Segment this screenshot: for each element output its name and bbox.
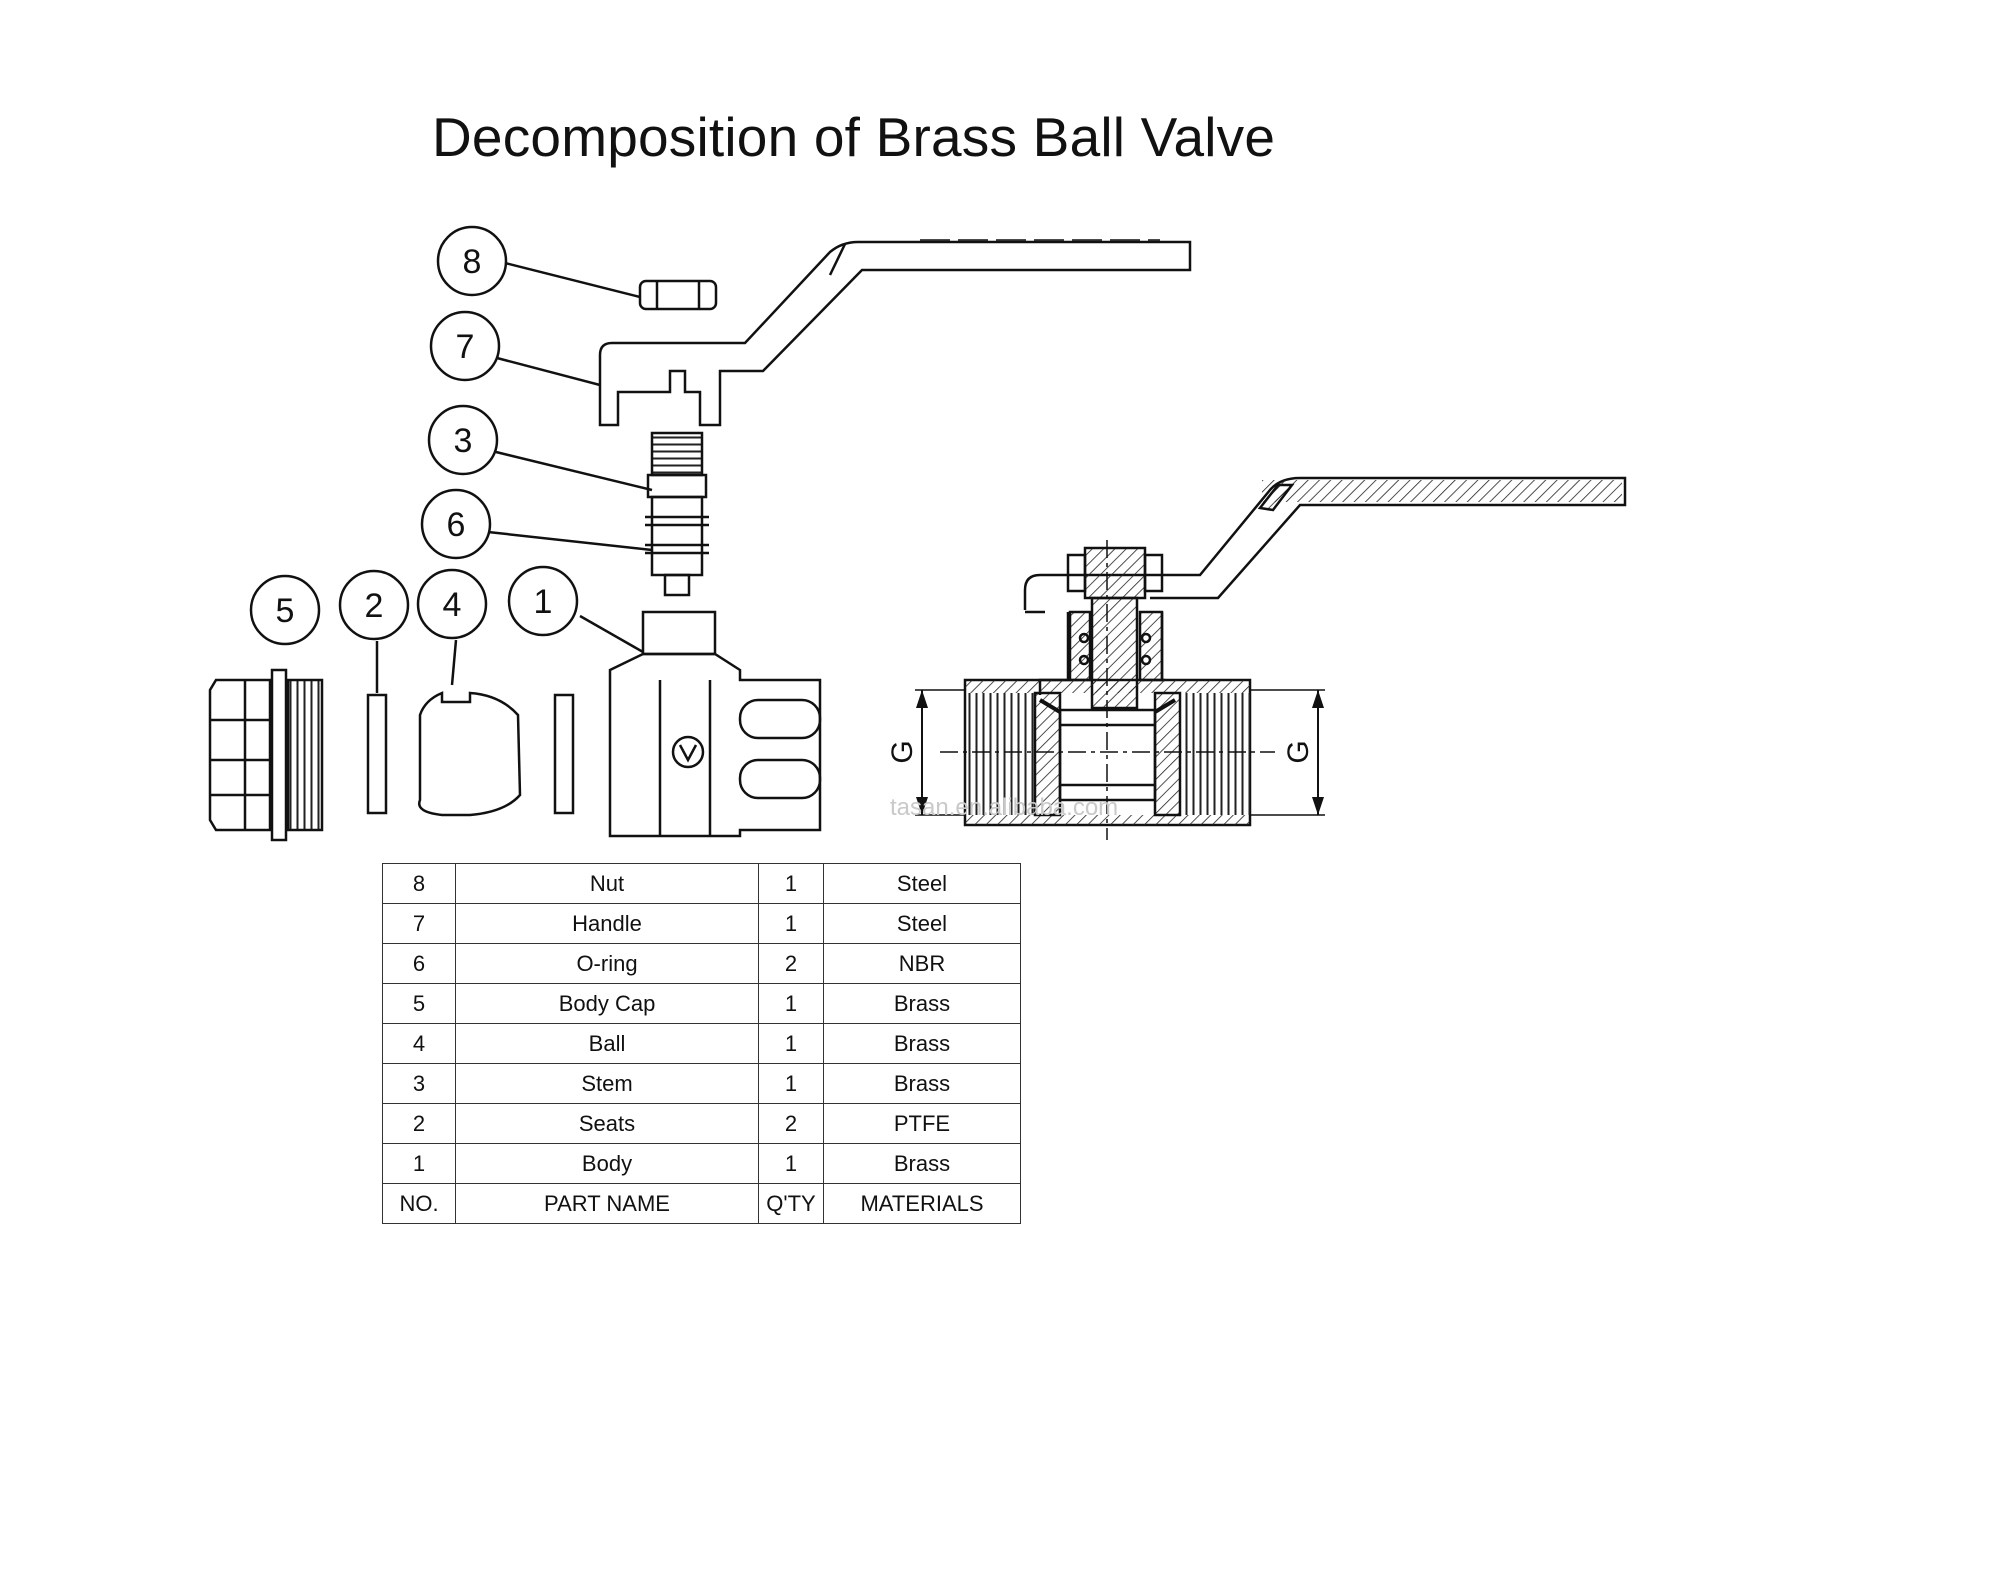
callout-5-circle xyxy=(249,574,321,646)
dimension-g-left: G xyxy=(886,740,919,763)
dimension-g-right: G xyxy=(1282,740,1315,763)
callout-6-circle xyxy=(420,488,492,560)
part-seats xyxy=(366,693,575,815)
table-cell-part: Body xyxy=(455,1143,759,1184)
table-cell-part: O-ring xyxy=(455,943,759,984)
callout-1-circle xyxy=(507,565,579,637)
table-cell-qty: 1 xyxy=(758,903,824,944)
callout-5-label: 5 xyxy=(276,592,295,630)
part-ball xyxy=(418,691,522,817)
callout-8-circle xyxy=(436,225,508,297)
table-cell-part: Ball xyxy=(455,1023,759,1064)
table-header-no: NO. xyxy=(382,1183,456,1224)
table-header-part: PART NAME xyxy=(455,1183,759,1224)
part-handle xyxy=(598,239,1192,427)
table-cell-no: 4 xyxy=(382,1023,456,1064)
table-header-material: MATERIALS xyxy=(823,1183,1021,1224)
callout-4-circle xyxy=(416,568,488,640)
callout-3-label: 3 xyxy=(454,422,473,460)
table-cell-material: NBR xyxy=(823,943,1021,984)
table-cell-qty: 1 xyxy=(758,863,824,904)
callout-7-circle xyxy=(429,310,501,382)
part-stem xyxy=(645,431,709,597)
table-cell-part: Seats xyxy=(455,1103,759,1144)
table-cell-part: Handle xyxy=(455,903,759,944)
watermark: tasan.en.alibaba.com xyxy=(890,794,1118,821)
table-cell-no: 6 xyxy=(382,943,456,984)
table-cell-no: 8 xyxy=(382,863,456,904)
part-body xyxy=(608,610,822,838)
callout-8-label: 8 xyxy=(463,243,482,281)
callout-4-label: 4 xyxy=(443,586,462,624)
assembled-valve-section xyxy=(915,476,1627,840)
table-cell-material: PTFE xyxy=(823,1103,1021,1144)
table-cell-qty: 1 xyxy=(758,983,824,1024)
table-cell-part: Body Cap xyxy=(455,983,759,1024)
callout-3-circle xyxy=(427,404,499,476)
table-cell-no: 5 xyxy=(382,983,456,1024)
table-cell-part: Stem xyxy=(455,1063,759,1104)
table-cell-no: 3 xyxy=(382,1063,456,1104)
table-cell-qty: 1 xyxy=(758,1063,824,1104)
callout-2-label: 2 xyxy=(365,587,384,625)
table-cell-material: Brass xyxy=(823,1143,1021,1184)
callout-7-label: 7 xyxy=(456,328,475,366)
table-cell-no: 7 xyxy=(382,903,456,944)
part-body-cap xyxy=(208,668,324,842)
table-cell-material: Steel xyxy=(823,863,1021,904)
diagram-title: Decomposition of Brass Ball Valve xyxy=(432,106,1276,168)
table-cell-qty: 1 xyxy=(758,1023,824,1064)
table-header-qty: Q'TY xyxy=(758,1183,824,1224)
part-nut xyxy=(638,279,718,311)
table-cell-material: Brass xyxy=(823,1023,1021,1064)
table-cell-part: Nut xyxy=(455,863,759,904)
callout-6-label: 6 xyxy=(447,506,466,544)
table-cell-qty: 2 xyxy=(758,943,824,984)
callout-1-label: 1 xyxy=(534,583,553,621)
table-cell-material: Brass xyxy=(823,983,1021,1024)
table-cell-no: 1 xyxy=(382,1143,456,1184)
table-cell-qty: 1 xyxy=(758,1143,824,1184)
table-cell-qty: 2 xyxy=(758,1103,824,1144)
table-cell-material: Steel xyxy=(823,903,1021,944)
callout-2-circle xyxy=(338,569,410,641)
table-cell-no: 2 xyxy=(382,1103,456,1144)
table-cell-material: Brass xyxy=(823,1063,1021,1104)
leader-lines xyxy=(375,261,653,693)
